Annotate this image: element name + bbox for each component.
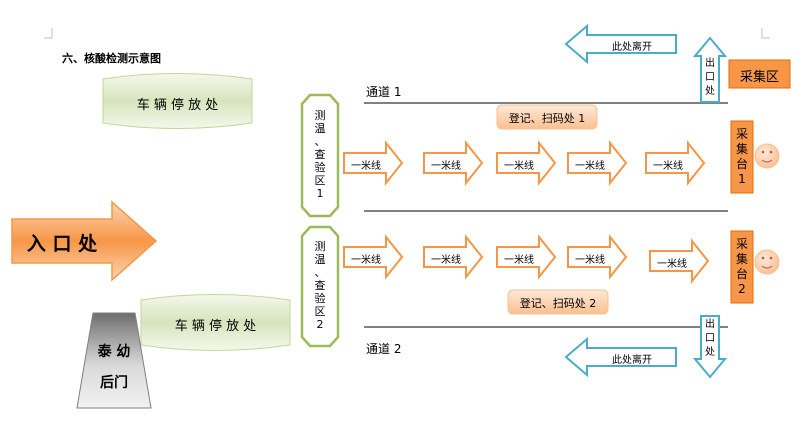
char: 处 [705,347,715,358]
smiley-face-icon [754,249,780,275]
char: 出 [705,319,715,330]
char: 1 [738,172,746,186]
page-corner-mark [761,28,770,39]
meter-line-label: 一米线 [351,255,381,266]
check-zone-1 [300,93,340,218]
char: 温 [314,253,326,266]
exit-arrow-up [692,36,728,103]
meter-arrow [567,234,628,280]
meter-arrow [343,234,404,280]
meter-arrow [649,238,710,284]
exit-arrow-down [692,315,728,379]
char: 温 [314,122,326,135]
meter-arrows-lane1 [343,140,706,186]
meter-line-label: 一米线 [351,161,381,172]
meter-line-label: 一米线 [653,161,683,172]
collect-station-2 [730,230,754,304]
parking-label-top: 车 辆 停 放 处 [136,98,219,113]
entrance-arrow [11,200,158,282]
char: 采 [735,237,748,251]
collect-station-1-label: 采 集 台 1 [731,127,753,187]
char: 查 [314,148,326,161]
smiley-face-icon [754,143,780,169]
parking-banner-bottom [140,294,291,351]
diagram-heading: 六、核酸检测示意图 [62,52,161,65]
char: 验 [314,292,326,305]
char: 测 [314,109,326,122]
leave-label-bottom: 此处离开 [612,355,652,366]
char: 1 [316,187,324,200]
exit-label-top: 出 口 处 [701,57,719,99]
collect-station-2-label: 采 集 台 2 [731,237,753,297]
collect-station-1 [730,120,754,194]
lane-2-label: 通道 2 [366,342,402,356]
meter-line-label: 一米线 [504,161,534,172]
char: 口 [705,72,715,83]
leave-arrow-bottom [564,336,677,378]
meter-line-label: 一米线 [431,255,461,266]
char: 区 [314,305,326,318]
char: 出 [705,58,715,69]
rear-gate-label-line2: 后门 [100,375,128,391]
check-zone-2-label: 测 温 、 查 验 区 2 [304,240,336,331]
meter-arrow [567,140,628,186]
meter-arrow [645,140,706,186]
char: 台 [735,267,748,281]
meter-line-label: 一米线 [504,255,534,266]
char: 集 [735,252,748,266]
meter-line-label: 一米线 [575,161,605,172]
meter-arrow [423,140,484,186]
register-label-1: 登记、扫码处 1 [508,112,586,125]
char: 验 [314,161,326,174]
check-zone-2 [300,225,340,348]
check-zone-1-label: 测 温 、 查 验 区 1 [304,109,336,200]
char: 测 [314,240,326,253]
char: 口 [705,333,715,344]
meter-arrow [496,234,557,280]
collect-zone-label: 采集区 [739,70,779,85]
char: 处 [705,86,715,97]
register-box-1 [496,104,598,130]
parking-label-bottom: 车 辆 停 放 处 [174,319,257,334]
exit-label-bottom: 出 口 处 [701,318,719,360]
entrance-label: 入 口 处 [26,233,98,255]
leave-arrow-top [564,23,677,65]
leave-label-top: 此处离开 [612,42,652,53]
rear-gate-label-line1: 泰 幼 [97,344,131,360]
register-label-2: 登记、扫码处 2 [519,297,597,310]
meter-arrow [496,140,557,186]
meter-line-label: 一米线 [657,259,687,270]
register-box-2 [507,289,609,315]
lane-1-label: 通道 1 [366,85,402,99]
collect-zone-box [728,59,791,89]
meter-arrows-lane2 [343,234,710,284]
char: 2 [316,318,324,331]
meter-line-label: 一米线 [575,255,605,266]
meter-line-label: 一米线 [431,161,461,172]
rear-gate-shape [76,312,152,409]
char: 2 [738,282,746,296]
char: 、 [314,266,326,279]
meter-arrow [343,140,404,186]
char: 区 [314,174,326,187]
char: 集 [735,142,748,156]
char: 、 [314,135,326,148]
meter-arrow [423,234,484,280]
parking-banner-top [102,73,253,129]
page-corner-mark [44,28,53,39]
char: 台 [735,157,748,171]
char: 采 [735,127,748,141]
char: 查 [314,279,326,292]
